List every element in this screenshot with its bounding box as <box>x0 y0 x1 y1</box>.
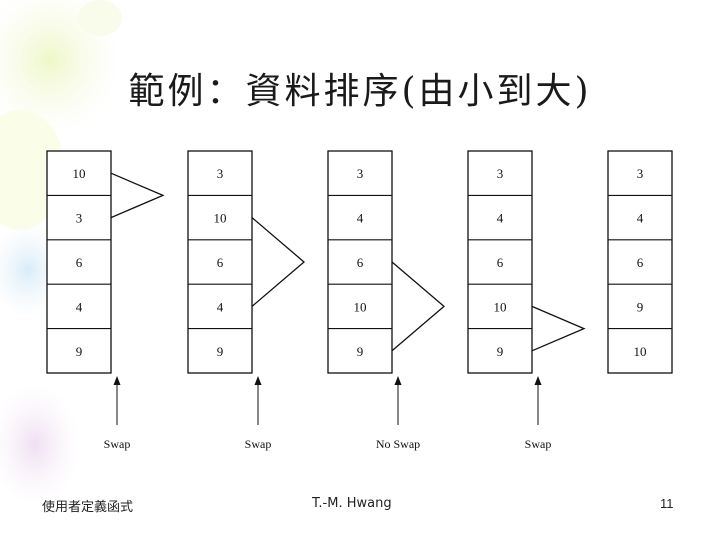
array-column <box>607 150 673 374</box>
pointer-arrow-head <box>394 376 402 385</box>
array-column <box>46 150 112 374</box>
array-cell-value: 6 <box>76 255 83 270</box>
array-cell-value: 3 <box>357 166 364 181</box>
array-cell-value: 9 <box>497 344 504 359</box>
step-label: Swap <box>104 437 131 451</box>
array-cell-value: 10 <box>214 211 227 226</box>
array-cell-value: 10 <box>494 299 507 314</box>
step-label: Swap <box>525 437 552 451</box>
array-cell-value: 10 <box>634 344 647 359</box>
array-cell-value: 6 <box>497 255 504 270</box>
array-column <box>187 150 253 374</box>
array-cell-value: 6 <box>217 255 224 270</box>
array-cell-value: 9 <box>76 344 83 359</box>
array-cell-value: 4 <box>217 299 224 314</box>
array-cell-value: 3 <box>217 166 224 181</box>
array-cell-value: 10 <box>73 166 86 181</box>
array-cell-value: 3 <box>497 166 504 181</box>
footer-topic: 使用者定義函式 <box>42 500 134 515</box>
footer-page-number: 11 <box>660 496 674 511</box>
array-cell-value: 10 <box>354 299 367 314</box>
array-cell-value: 9 <box>637 299 644 314</box>
comparison-bracket <box>391 261 446 352</box>
array-cell-value: 4 <box>357 211 364 226</box>
footer-author: T.-M. Hwang <box>312 496 392 511</box>
array-cell-value: 9 <box>357 344 364 359</box>
array-column <box>467 150 533 374</box>
array-cell-value: 6 <box>357 255 364 270</box>
comparison-bracket <box>531 305 586 352</box>
array-cell-value: 4 <box>637 211 644 226</box>
balloon-small-shape <box>78 0 122 36</box>
array-cell-value: 4 <box>497 211 504 226</box>
array-cell-value: 3 <box>76 211 83 226</box>
balloon-purple-shape <box>0 385 80 505</box>
array-cell-value: 6 <box>637 255 644 270</box>
pointer-arrow-head <box>254 376 262 385</box>
pointer-arrow-head <box>113 376 121 385</box>
comparison-bracket <box>110 172 165 219</box>
array-cell-value: 4 <box>76 299 83 314</box>
step-label: Swap <box>245 437 272 451</box>
array-cell-value: 3 <box>637 166 644 181</box>
slide-title: 範例：資料排序(由小到大) <box>128 71 592 112</box>
comparison-bracket <box>251 217 306 307</box>
step-label: No Swap <box>376 437 420 451</box>
pointer-arrow-head <box>534 376 542 385</box>
array-cell-value: 9 <box>217 344 224 359</box>
